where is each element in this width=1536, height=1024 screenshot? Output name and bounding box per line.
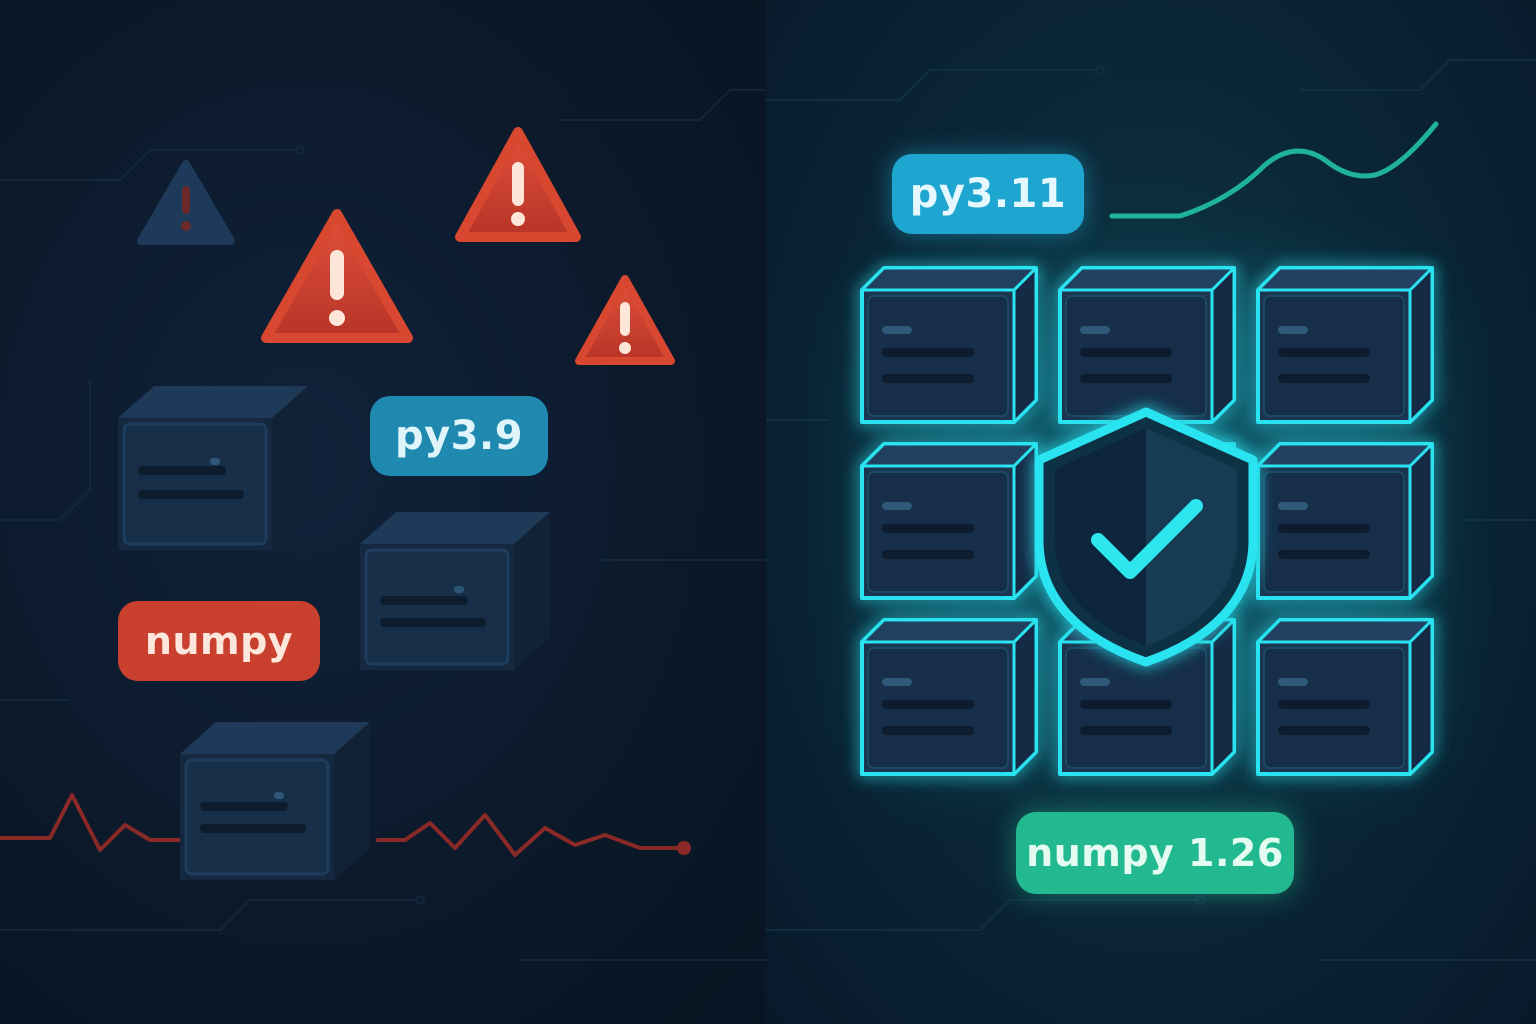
numpy-pill-left: numpy xyxy=(118,601,320,681)
shield-check-icon xyxy=(1034,407,1258,667)
warning-triangle-icon xyxy=(261,209,413,343)
panel-divider xyxy=(764,0,766,1024)
signal-endpoint xyxy=(677,841,691,855)
right-circuit-traces xyxy=(766,59,1536,961)
stable-trend-line xyxy=(1109,121,1439,219)
unstable-signal-line xyxy=(0,793,686,857)
warning-triangle-icon xyxy=(575,275,675,365)
server-box-icon xyxy=(860,442,1038,600)
left-circuit-traces xyxy=(0,89,766,961)
server-box-icon xyxy=(860,266,1038,424)
numpy-pill-right: numpy 1.26 xyxy=(1016,812,1294,894)
warning-triangle-icon xyxy=(137,160,235,245)
server-box-icon xyxy=(360,512,550,670)
server-box-icon xyxy=(860,618,1038,776)
warning-triangle-icon xyxy=(455,127,581,242)
python-version-pill-left: py3.9 xyxy=(370,396,548,476)
python-version-pill-right: py3.11 xyxy=(892,154,1084,234)
server-box-icon xyxy=(1256,618,1434,776)
server-box-icon xyxy=(1256,266,1434,424)
server-box-icon xyxy=(180,722,370,880)
server-box-icon xyxy=(1256,442,1434,600)
server-box-icon xyxy=(1058,266,1236,424)
server-box-icon xyxy=(118,386,308,550)
